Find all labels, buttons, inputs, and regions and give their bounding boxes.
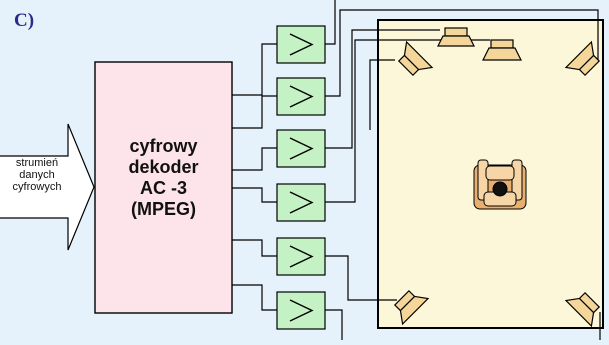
decoder-label-line: cyfrowy <box>129 136 198 156</box>
speaker-icon <box>564 40 601 77</box>
amplifier-triangle-icon <box>289 33 314 56</box>
decoder-label-line: (MPEG) <box>131 199 196 219</box>
panel-label: C) <box>14 10 35 31</box>
listener-armchair-icon <box>473 159 527 210</box>
amplifier-6 <box>276 291 326 330</box>
amplifier-4 <box>276 183 326 222</box>
amplifier-triangle-icon <box>289 85 314 108</box>
input-arrow-icon <box>0 123 95 251</box>
decoder-label-line: AC -3 <box>139 178 187 198</box>
amplifiers <box>276 25 326 330</box>
amplifier-3 <box>276 129 326 168</box>
amplifier-5 <box>276 237 326 276</box>
input-label-line: strumień <box>15 157 59 169</box>
amplifier-triangle-icon <box>289 299 314 322</box>
amplifier-1 <box>276 25 326 64</box>
amplifier-2 <box>276 77 326 116</box>
decoder-label-line: dekoder <box>128 157 199 177</box>
decoder-output-wires <box>232 43 277 311</box>
speaker-icon <box>393 289 430 326</box>
amplifier-triangle-icon <box>289 245 314 268</box>
input-label-line: cyfrowych <box>12 181 62 193</box>
speaker-icon <box>437 27 475 47</box>
decoder-label: cyfrowy dekoder AC -3 (MPEG) <box>97 136 230 220</box>
speaker-wires <box>325 0 601 340</box>
amplifier-triangle-icon <box>289 137 314 160</box>
input-label-line: danych <box>19 169 55 181</box>
speaker-icon <box>564 291 601 328</box>
amplifier-triangle-icon <box>289 191 314 214</box>
input-stream-label: strumień danych cyfrowych <box>2 157 72 193</box>
speakers <box>393 27 601 328</box>
decoder-block <box>94 61 233 314</box>
speaker-icon <box>397 40 434 77</box>
speaker-icon <box>482 39 522 61</box>
